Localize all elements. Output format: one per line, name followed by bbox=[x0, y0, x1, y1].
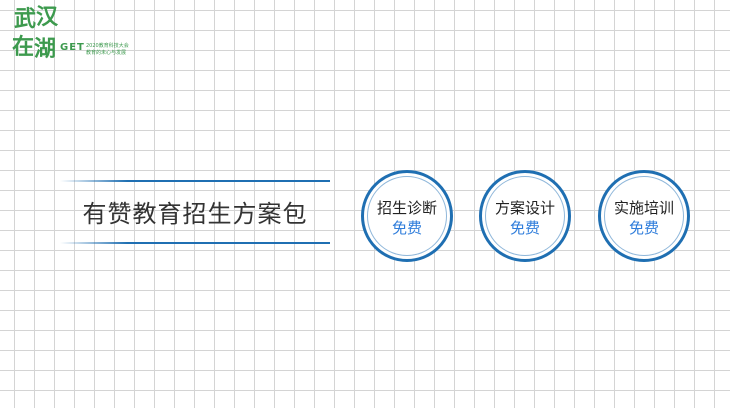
title-block: 有赞教育招生方案包 bbox=[60, 180, 330, 246]
service-price: 免费 bbox=[628, 219, 659, 237]
logo-calligraphy-char: 湖 bbox=[34, 36, 57, 62]
service-circle-design: 方案设计 免费 bbox=[479, 170, 571, 262]
title-bottom-divider bbox=[60, 242, 330, 244]
logo-calligraphy-char: 在 bbox=[12, 34, 35, 60]
logo-line1: 2020教育科技大会 bbox=[86, 43, 129, 49]
page-title: 有赞教育招生方案包 bbox=[82, 200, 308, 228]
logo-brand: GET bbox=[60, 42, 85, 53]
service-price: 免费 bbox=[509, 219, 540, 237]
service-circle-diagnosis: 招生诊断 免费 bbox=[361, 170, 453, 262]
service-label: 实施培训 bbox=[613, 199, 674, 217]
service-label: 招生诊断 bbox=[376, 199, 437, 217]
service-label: 方案设计 bbox=[494, 199, 555, 217]
event-logo: 武 汉 在 湖 GET 2020教育科技大会 教育的未心与发展 bbox=[10, 6, 150, 70]
title-top-divider bbox=[60, 180, 330, 182]
service-circle-training: 实施培训 免费 bbox=[598, 170, 690, 262]
logo-calligraphy-char: 汉 bbox=[36, 4, 59, 30]
service-price: 免费 bbox=[391, 219, 422, 237]
logo-line2: 教育的未心与发展 bbox=[86, 50, 127, 56]
logo-calligraphy-char: 武 bbox=[14, 6, 37, 32]
